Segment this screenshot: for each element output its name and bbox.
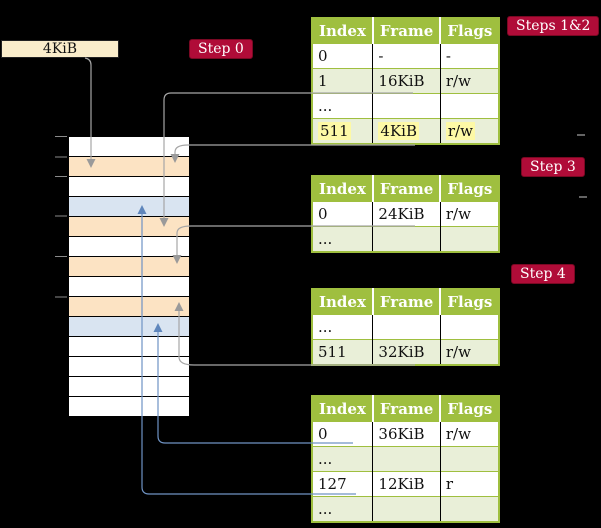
page-frame-row (69, 357, 189, 377)
page-frame-row (69, 397, 189, 416)
cell-index: ... (312, 226, 374, 252)
table-row: ... (312, 93, 500, 119)
page-frame-row (69, 257, 189, 277)
cell-frame (372, 226, 441, 252)
column-header: Index (312, 289, 374, 315)
cell-index: 127 (312, 471, 374, 497)
column-header: Frame (372, 289, 442, 315)
cell-index: 0 (312, 43, 374, 69)
page-frame-row (69, 317, 189, 337)
cell-flags (440, 446, 500, 472)
cell-index: ... (312, 314, 374, 340)
step-badge-0: Step 0 (189, 39, 253, 59)
table-row: ... (312, 314, 500, 340)
table-row: ... (312, 496, 500, 522)
page-frame-row (69, 237, 189, 257)
column-header: Flags (440, 289, 500, 315)
column-header: Frame (372, 396, 442, 422)
page-frame-row (69, 377, 189, 397)
table-row: 0 - - (312, 43, 500, 69)
cell-flags: r/w (440, 118, 500, 144)
page-size-label: 4KiB (1, 40, 119, 58)
cell-frame: - (372, 43, 441, 69)
table-row: 0 24KiB r/w (312, 201, 500, 227)
table-row: 0 36KiB r/w (312, 421, 500, 447)
cell-frame: 36KiB (372, 421, 441, 447)
cell-frame: 16KiB (372, 68, 441, 94)
cell-frame: 12KiB (372, 471, 441, 497)
cell-flags: - (440, 43, 500, 69)
cell-flags (440, 314, 500, 340)
page-frame-row (69, 337, 189, 357)
column-header: Flags (440, 396, 500, 422)
cell-frame (372, 496, 441, 522)
cell-index: 0 (312, 201, 374, 227)
cell-index: ... (312, 93, 374, 119)
page-frame-row (69, 197, 189, 217)
connector-pt1-row511-to-frame (174, 144, 415, 154)
cell-index: 0 (312, 421, 374, 447)
column-header: Frame (372, 176, 442, 202)
cell-flags: r/w (440, 421, 500, 447)
step-badge-4: Step 4 (511, 264, 575, 284)
memory-column (68, 136, 190, 417)
table-row: 1 16KiB r/w (312, 68, 500, 94)
column-header: Flags (440, 176, 500, 202)
cell-flags (440, 226, 500, 252)
highlight: 4KiB (378, 122, 419, 140)
cell-index: 1 (312, 68, 374, 94)
cell-frame: 24KiB (372, 201, 441, 227)
page-boundary-ticks (55, 136, 67, 298)
column-header: Flags (440, 18, 500, 44)
table-row-highlighted: 511 4KiB r/w (312, 118, 500, 144)
page-table-1: Index Frame Flags 0 - - 1 16KiB r/w ... … (311, 17, 501, 145)
cell-index: ... (312, 496, 374, 522)
column-header: Index (312, 18, 374, 44)
column-header: Index (312, 176, 374, 202)
cell-frame (372, 314, 441, 340)
cell-frame (372, 93, 441, 119)
page-frame-row (69, 297, 189, 317)
column-header: Index (312, 396, 374, 422)
table-header-row: Index Frame Flags (312, 289, 500, 315)
table-row: ... (312, 446, 500, 472)
table-row: ... (312, 226, 500, 252)
table-header-row: Index Frame Flags (312, 176, 500, 202)
cell-frame: 4KiB (372, 118, 441, 144)
page-frame-row (69, 217, 189, 237)
step-badge-3: Step 3 (521, 157, 585, 177)
page-table-4: Index Frame Flags 0 36KiB r/w ... 127 12… (311, 395, 501, 523)
table-header-row: Index Frame Flags (312, 396, 500, 422)
page-frame-row (69, 177, 189, 197)
step-badge-1-2: Steps 1&2 (507, 16, 600, 36)
cell-flags: r/w (440, 68, 500, 94)
cell-index: 511 (312, 339, 374, 365)
page-frame-row (69, 137, 189, 157)
table-row: 511 32KiB r/w (312, 339, 500, 365)
cell-flags: r/w (440, 201, 500, 227)
page-table-2: Index Frame Flags 0 24KiB r/w ... (311, 175, 501, 253)
cell-frame: 32KiB (372, 339, 441, 365)
cell-index: ... (312, 446, 374, 472)
highlight: 511 (318, 122, 351, 140)
cell-flags (440, 93, 500, 119)
cell-frame (372, 446, 441, 472)
table-header-row: Index Frame Flags (312, 18, 500, 44)
page-frame-row (69, 277, 189, 297)
page-table-3: Index Frame Flags ... 511 32KiB r/w (311, 288, 501, 366)
cell-flags: r (440, 471, 500, 497)
cell-flags (440, 496, 500, 522)
cell-flags: r/w (440, 339, 500, 365)
highlight: r/w (445, 122, 475, 140)
column-header: Frame (372, 18, 442, 44)
cell-index: 511 (312, 118, 374, 144)
table-row: 127 12KiB r (312, 471, 500, 497)
page-frame-row (69, 157, 189, 177)
